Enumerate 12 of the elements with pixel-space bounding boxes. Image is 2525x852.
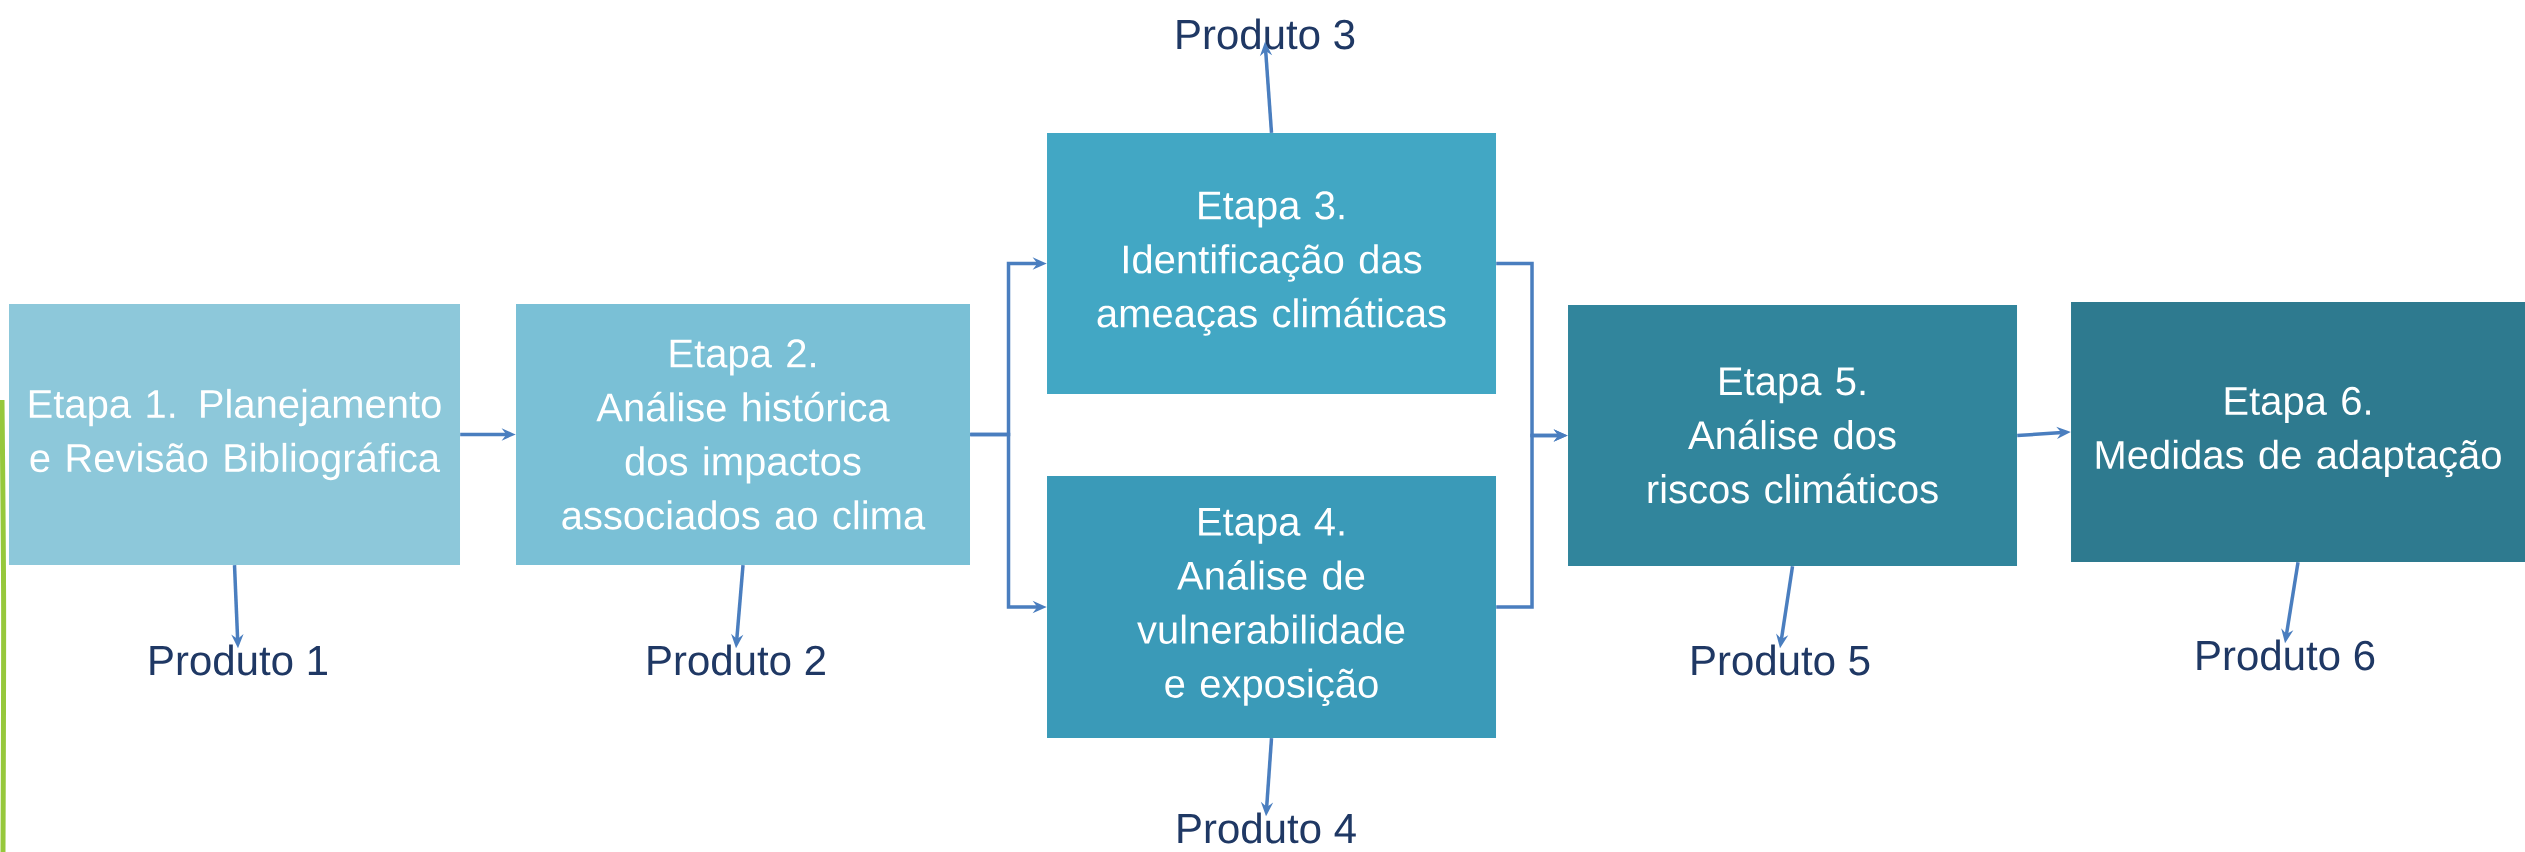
process-box: Etapa 4. Análise de vulnerabilidade e exposição: [1047, 476, 1496, 738]
process-box: Etapa 2. Análise histórica dos impactos associados ao clima: [516, 304, 970, 565]
product-label: Produto 4: [1178, 812, 1356, 844]
process-box: Etapa 1. Planejamento e Revisão Bibliográfica: [9, 304, 460, 565]
process-box: Etapa 5. Análise dos riscos climáticos: [1568, 305, 2017, 566]
product-label: Produto 5: [1692, 644, 1870, 676]
product-label: Produto 3: [1177, 18, 1355, 50]
product-label: Produto 1: [150, 644, 327, 676]
process-box: Etapa 6. Medidas de adaptação: [2071, 302, 2525, 562]
product-label: Produto 6: [2197, 639, 2375, 671]
process-box: Etapa 3. Identificação das ameaças climáticas: [1047, 133, 1496, 394]
product-label: Produto 2: [648, 644, 825, 676]
